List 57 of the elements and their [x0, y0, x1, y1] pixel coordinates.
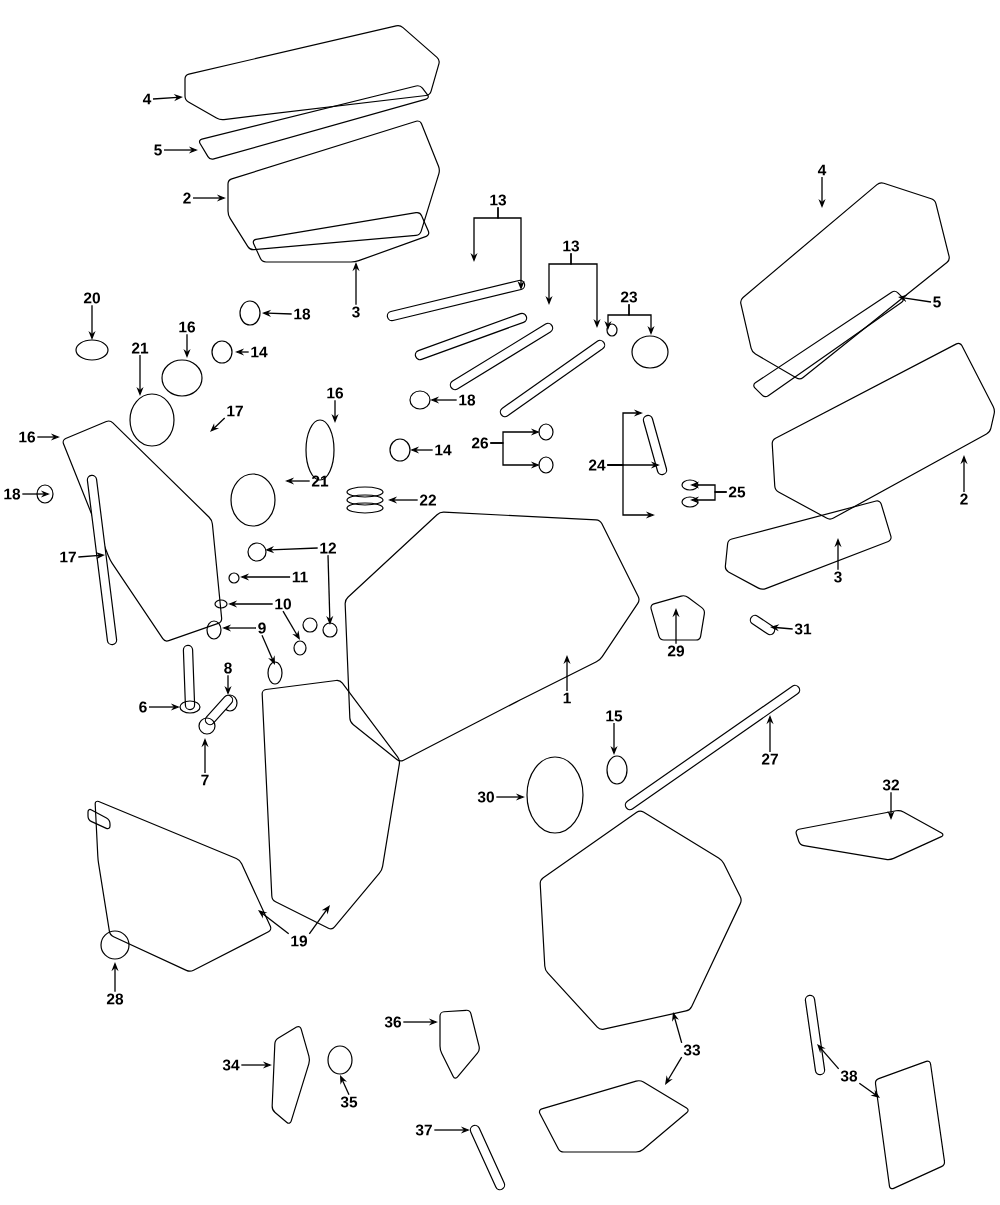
callout-number: 32 — [882, 779, 899, 791]
callout-number: 18 — [4, 488, 21, 500]
callout-number: 15 — [606, 710, 623, 722]
callout-number: 29 — [667, 645, 685, 657]
callout-number: 23 — [620, 291, 638, 303]
leader-line — [258, 910, 290, 935]
callout-number: 17 — [60, 551, 76, 563]
callout-number: 27 — [761, 753, 778, 765]
callout-number: 34 — [222, 1059, 240, 1071]
leader-line — [282, 610, 300, 640]
callout-number: 26 — [471, 437, 489, 449]
callout-number: 6 — [139, 701, 147, 713]
callout-number: 18 — [294, 308, 311, 320]
callout-number: 11 — [292, 571, 308, 583]
callout-number: 13 — [490, 194, 507, 206]
leader-line — [308, 905, 330, 935]
callout-number: 16 — [179, 321, 196, 333]
callout-number: 31 — [794, 623, 812, 635]
callout-number: 36 — [384, 1016, 402, 1028]
callout-number: 37 — [415, 1124, 432, 1136]
callout-number: 9 — [258, 622, 266, 634]
callout-number: 3 — [352, 306, 360, 318]
leader-line — [665, 1056, 683, 1085]
callout-number: 21 — [311, 475, 329, 487]
callout-number: 30 — [477, 791, 494, 803]
leader-line — [858, 1082, 880, 1098]
callout-number: 10 — [275, 598, 291, 610]
leader-line — [210, 417, 226, 432]
callout-number: 1 — [563, 692, 571, 704]
callout-number: 3 — [834, 571, 842, 583]
callout-number: 18 — [459, 394, 476, 406]
callout-number: 16 — [19, 431, 36, 443]
callout-number: 24 — [588, 459, 606, 471]
callout-number: 35 — [340, 1096, 358, 1108]
callout-number: 14 — [251, 346, 268, 358]
callout-number: 4 — [142, 93, 152, 105]
callout-number: 13 — [563, 240, 580, 252]
callout-number: 38 — [840, 1070, 858, 1082]
callout-number: 2 — [183, 192, 191, 204]
callout-number: 12 — [320, 542, 336, 554]
callout-number: 8 — [224, 662, 232, 674]
callout-number: 19 — [291, 935, 308, 947]
callout-number: 33 — [683, 1044, 701, 1056]
callout-number: 14 — [435, 444, 452, 456]
callout-number: 5 — [933, 296, 941, 308]
callout-number: 17 — [227, 405, 243, 417]
callout-number: 7 — [201, 774, 209, 786]
callout-number: 5 — [154, 144, 162, 156]
callout-number: 21 — [131, 342, 149, 354]
callout-number: 4 — [817, 164, 827, 176]
callout-number: 28 — [106, 993, 124, 1005]
callout-number: 16 — [327, 387, 344, 399]
callout-number: 2 — [960, 493, 968, 505]
callout-number: 20 — [83, 292, 100, 304]
callout-number: 25 — [728, 486, 746, 498]
leader-line — [817, 1044, 840, 1070]
callout-number: 22 — [419, 494, 436, 506]
